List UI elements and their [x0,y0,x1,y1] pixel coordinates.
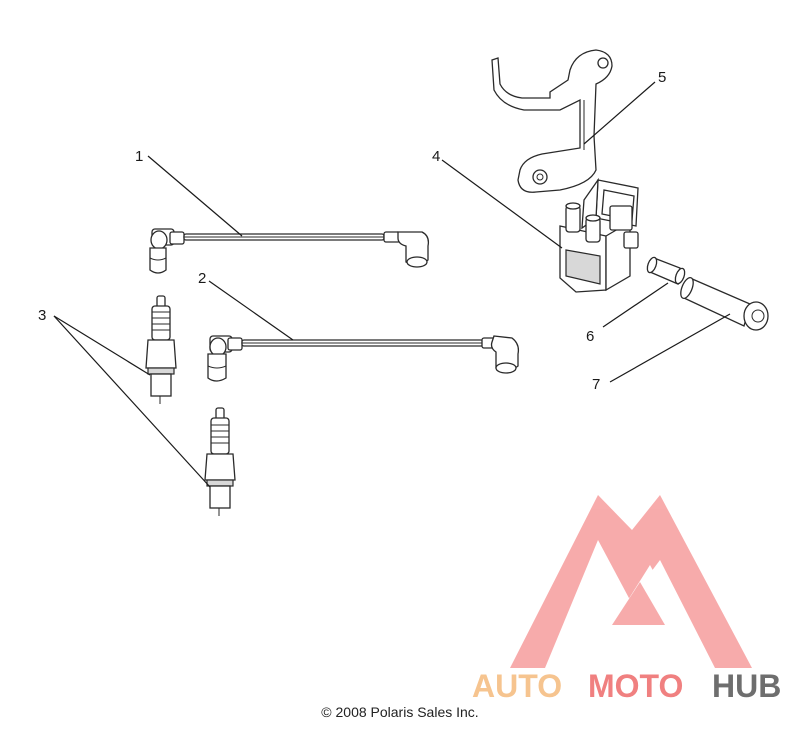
mounting-bracket [491,49,613,193]
copyright-notice: © 2008 Polaris Sales Inc. [321,704,479,720]
callout-3: 3 [38,307,46,324]
spark-plug-wire-2 [207,335,520,382]
spacer [646,256,686,285]
watermark-hub: HUB [712,668,781,704]
callout-7: 7 [592,376,600,393]
leader-lines [53,81,731,488]
watermark-moto: MOTO [588,668,683,704]
callout-5: 5 [658,69,666,86]
watermark-wordmark: AUTO MOTO HUB [472,668,781,704]
watermark-logo [510,495,752,668]
ignition-coil [559,177,639,293]
callout-2: 2 [198,270,206,287]
watermark-auto: AUTO [472,668,562,704]
callout-1: 1 [135,148,143,165]
callout-4: 4 [432,148,440,165]
callout-6: 6 [586,328,594,345]
spark-plug-upper [145,295,177,404]
spark-plug-wire-1 [149,228,430,274]
spark-plug-lower [204,407,236,516]
bolt [680,276,769,331]
